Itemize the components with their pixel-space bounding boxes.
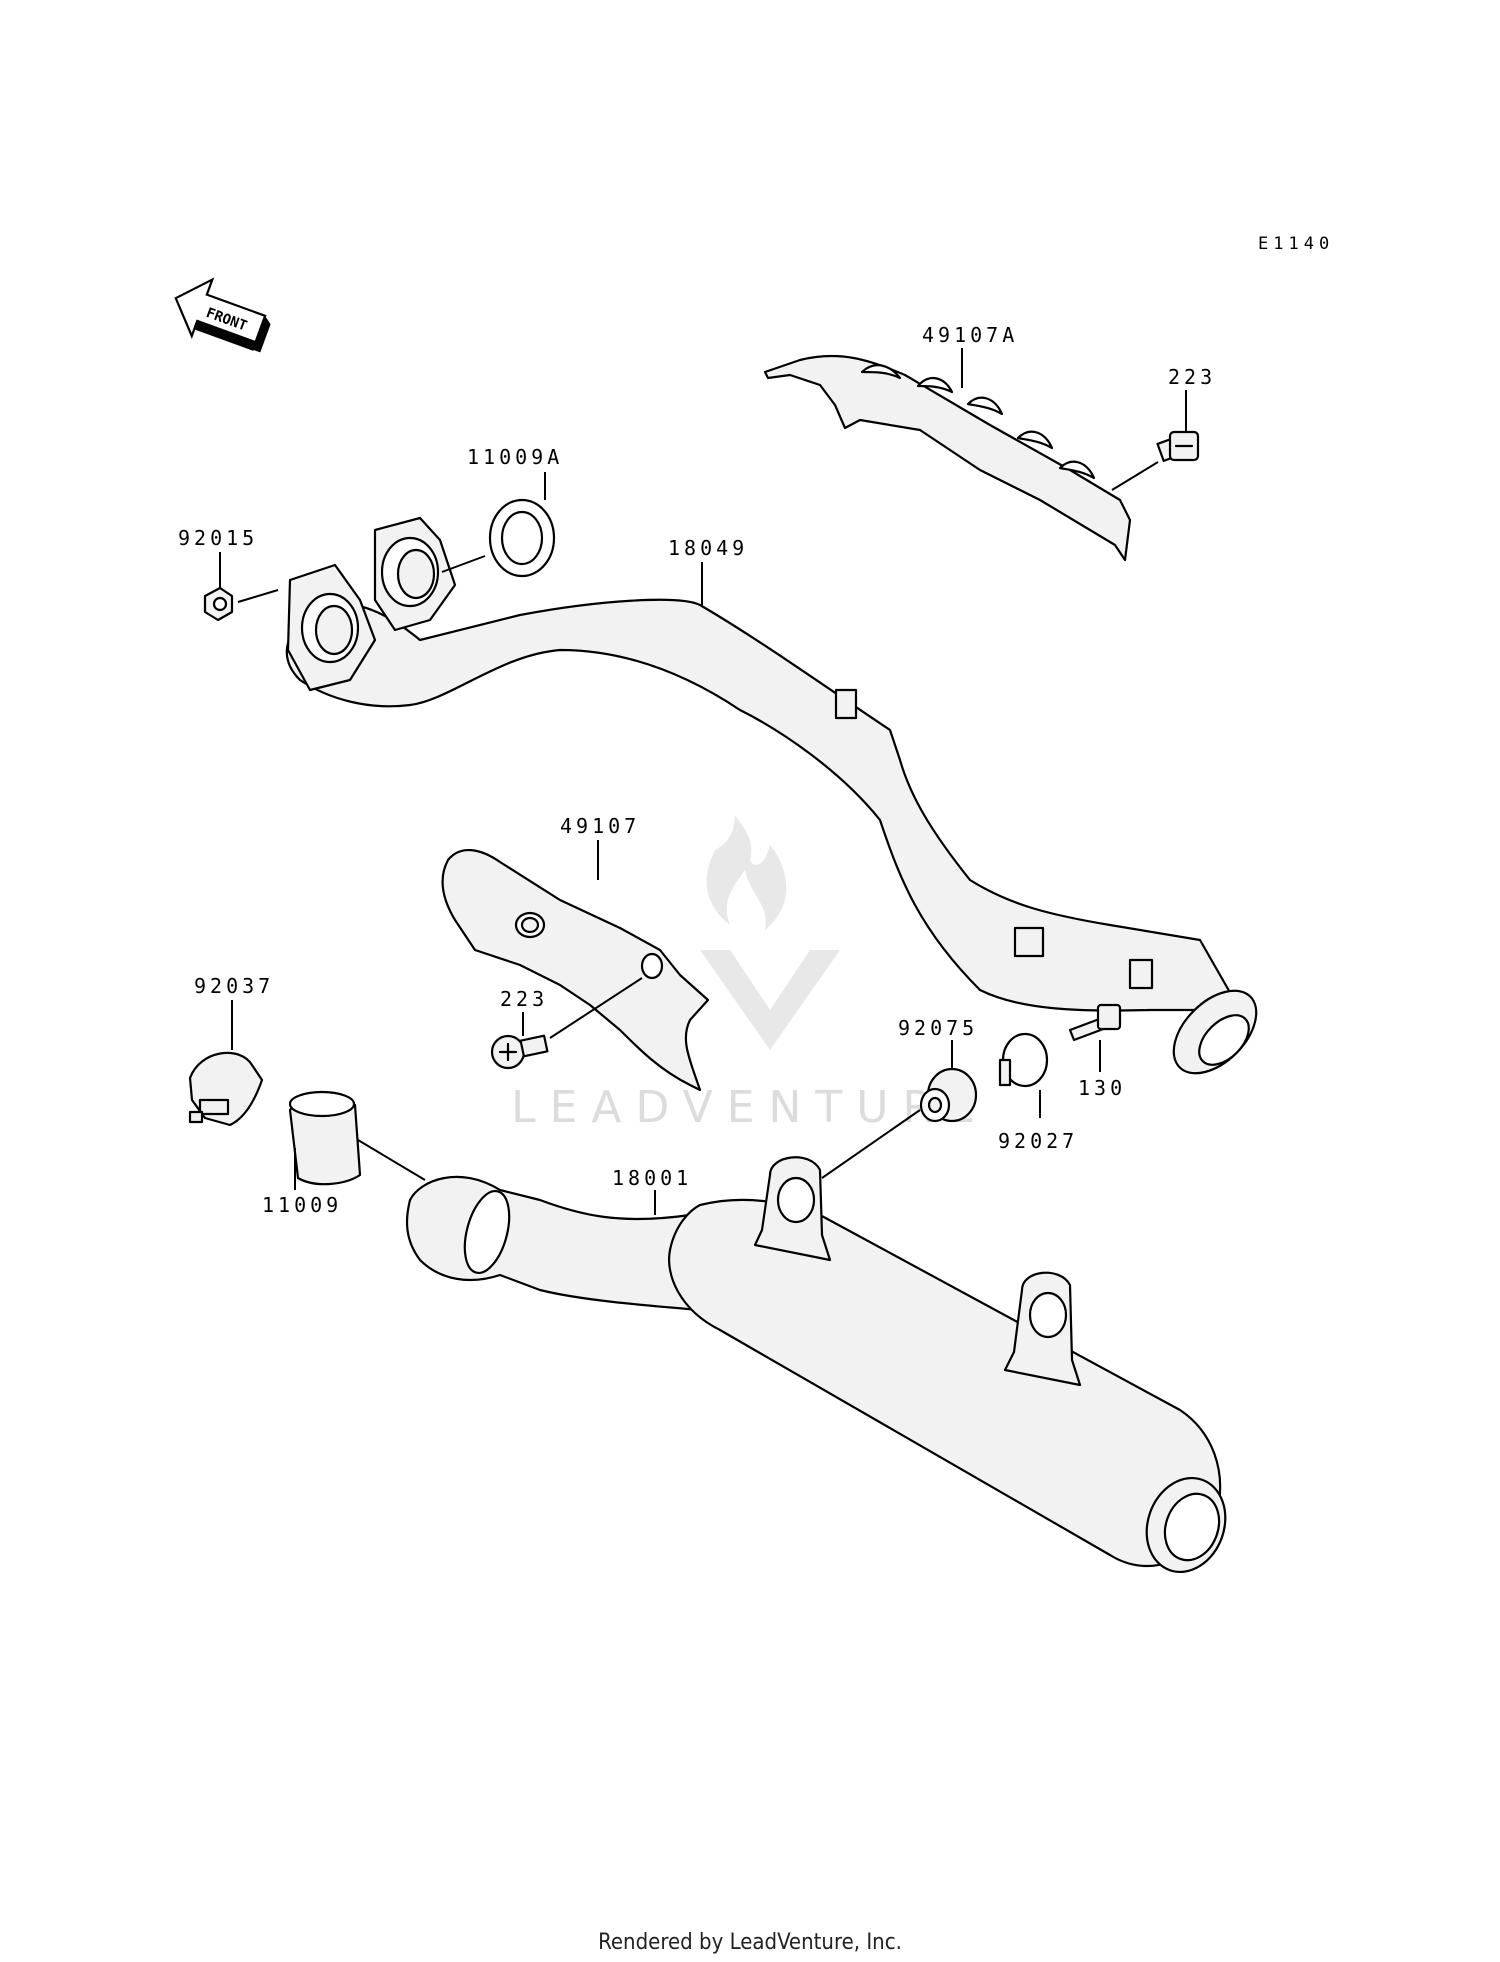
watermark-text: LEADVENTURE xyxy=(511,1082,989,1133)
label-49107: 49107 xyxy=(560,814,640,838)
heat-guard-upper xyxy=(763,354,1132,562)
screw-223-lower xyxy=(490,1034,549,1070)
screw-223-upper xyxy=(1156,430,1200,462)
collar-92027 xyxy=(998,1032,1049,1088)
sleeve-11009 xyxy=(288,1090,362,1186)
label-92075: 92075 xyxy=(898,1016,978,1040)
label-11009A: 11009A xyxy=(467,445,563,469)
heat-guard-lower xyxy=(441,849,710,1092)
label-223-middle: 223 xyxy=(500,987,548,1011)
label-92015: 92015 xyxy=(178,526,258,550)
nut-92015 xyxy=(203,586,234,622)
diagram-code: E1140 xyxy=(1258,234,1334,254)
label-130: 130 xyxy=(1078,1076,1126,1100)
label-49107A: 49107A xyxy=(922,323,1018,347)
footer-credit: Rendered by LeadVenture, Inc. xyxy=(598,1930,902,1955)
label-92027: 92027 xyxy=(998,1129,1078,1153)
label-223-top: 223 xyxy=(1168,365,1216,389)
label-18049: 18049 xyxy=(668,536,748,560)
bolt-130 xyxy=(1068,1003,1122,1042)
exhaust-pipe-18049 xyxy=(285,516,1258,1075)
gasket-11009A xyxy=(488,498,556,578)
label-11009: 11009 xyxy=(262,1193,342,1217)
muffler-18001 xyxy=(405,1156,1227,1574)
front-direction-arrow: FRONT xyxy=(174,277,271,353)
watermark-logo xyxy=(700,815,840,1050)
label-18001: 18001 xyxy=(612,1166,692,1190)
label-92037: 92037 xyxy=(194,974,274,998)
grommet-92075 xyxy=(919,1067,978,1123)
clamp-92037 xyxy=(188,1051,264,1127)
